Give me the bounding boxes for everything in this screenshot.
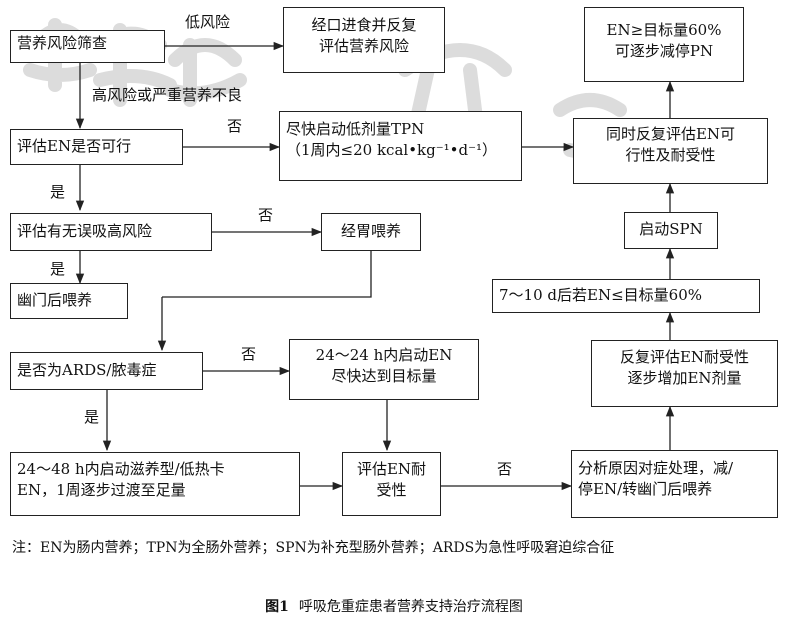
node-trophic-feeding: 24～48 h内启动滋养型/低热卡 EN，1周逐步过渡至足量 [10,452,300,516]
figure-number: 图1 [265,599,289,615]
node-text: EN，1周逐步过渡至足量 [17,481,186,499]
node-text: 经口进食并反复 [311,16,417,34]
node-text: 逐步增加EN剂量 [627,369,742,387]
node-oral-reassess: 经口进食并反复 评估营养风险 [283,7,445,73]
node-text: 评估EN耐 [356,460,427,478]
label-no-3: 否 [241,345,257,363]
node-text: （1周内≤20 kcal•kg⁻¹•d⁻¹） [286,141,498,159]
label-no-1: 否 [227,117,243,135]
node-en-feasible: 评估EN是否可行 [10,129,183,165]
node-assess-tolerance: 评估EN耐 受性 [342,452,441,516]
label-high-risk: 高风险或严重营养不良 [92,86,243,104]
node-text: 24～48 h内启动滋养型/低热卡 [17,460,225,478]
figure-title: 呼吸危重症患者营养支持治疗流程图 [298,599,523,615]
node-text: 分析原因对症处理，减/ [578,459,734,477]
node-text: 受性 [376,481,407,499]
node-text: 启动SPN [639,220,703,238]
node-start-spn: 启动SPN [624,212,718,249]
node-en-below-target: 7～10 d后若EN≤目标量60% [492,279,760,313]
node-text: 行性及耐受性 [625,146,716,164]
label-yes-2: 是 [50,260,66,278]
node-text: 7～10 d后若EN≤目标量60% [499,286,702,304]
node-screening: 营养风险筛查 [10,30,165,63]
label-yes-1: 是 [50,183,66,201]
label-yes-3: 是 [84,408,100,426]
node-text: 尽快达到目标量 [331,367,437,385]
node-text: EN≥目标量60% [606,21,722,39]
figure-caption: 图1 呼吸危重症患者营养支持治疗流程图 [0,596,788,616]
node-ards-sepsis: 是否为ARDS/脓毒症 [10,352,203,390]
node-text: 同时反复评估EN可 [605,125,736,143]
node-gastric-feeding: 经胃喂养 [321,213,421,251]
node-text: 24～24 h内启动EN [315,346,453,364]
node-reduce-pn: EN≥目标量60% 可逐步减停PN [584,7,744,82]
label-no-4: 否 [497,460,513,478]
node-reassess-en: 同时反复评估EN可 行性及耐受性 [573,118,768,184]
node-text: 评估EN是否可行 [17,137,132,155]
node-text: 停EN/转幽门后喂养 [578,480,713,498]
node-low-tpn: 尽快启动低剂量TPN （1周内≤20 kcal•kg⁻¹•d⁻¹） [279,111,522,181]
label-no-2: 否 [258,206,274,224]
footnote: 注：EN为肠内营养；TPN为全肠外营养；SPN为补充型肠外营养；ARDS为急性呼… [12,540,615,556]
node-text: 反复评估EN耐受性 [619,348,750,366]
node-early-en: 24～24 h内启动EN 尽快达到目标量 [289,339,479,400]
node-aspiration-risk: 评估有无误吸高风险 [10,213,212,251]
edge-gastric-down [162,251,372,298]
node-text: 评估有无误吸高风险 [17,222,153,240]
node-text: 可逐步减停PN [614,42,714,60]
node-text: 营养风险筛查 [17,34,108,52]
node-analyze-cause: 分析原因对症处理，减/ 停EN/转幽门后喂养 [571,450,778,518]
node-text: 是否为ARDS/脓毒症 [17,361,157,379]
node-reassess-tolerance: 反复评估EN耐受性 逐步增加EN剂量 [591,340,778,407]
node-text: 评估营养风险 [318,37,409,55]
node-text: 经胃喂养 [340,222,401,240]
node-text: 尽快启动低剂量TPN [286,120,425,138]
label-low-risk: 低风险 [185,13,231,31]
node-post-pyloric: 幽门后喂养 [10,283,128,319]
node-text: 幽门后喂养 [17,291,93,309]
